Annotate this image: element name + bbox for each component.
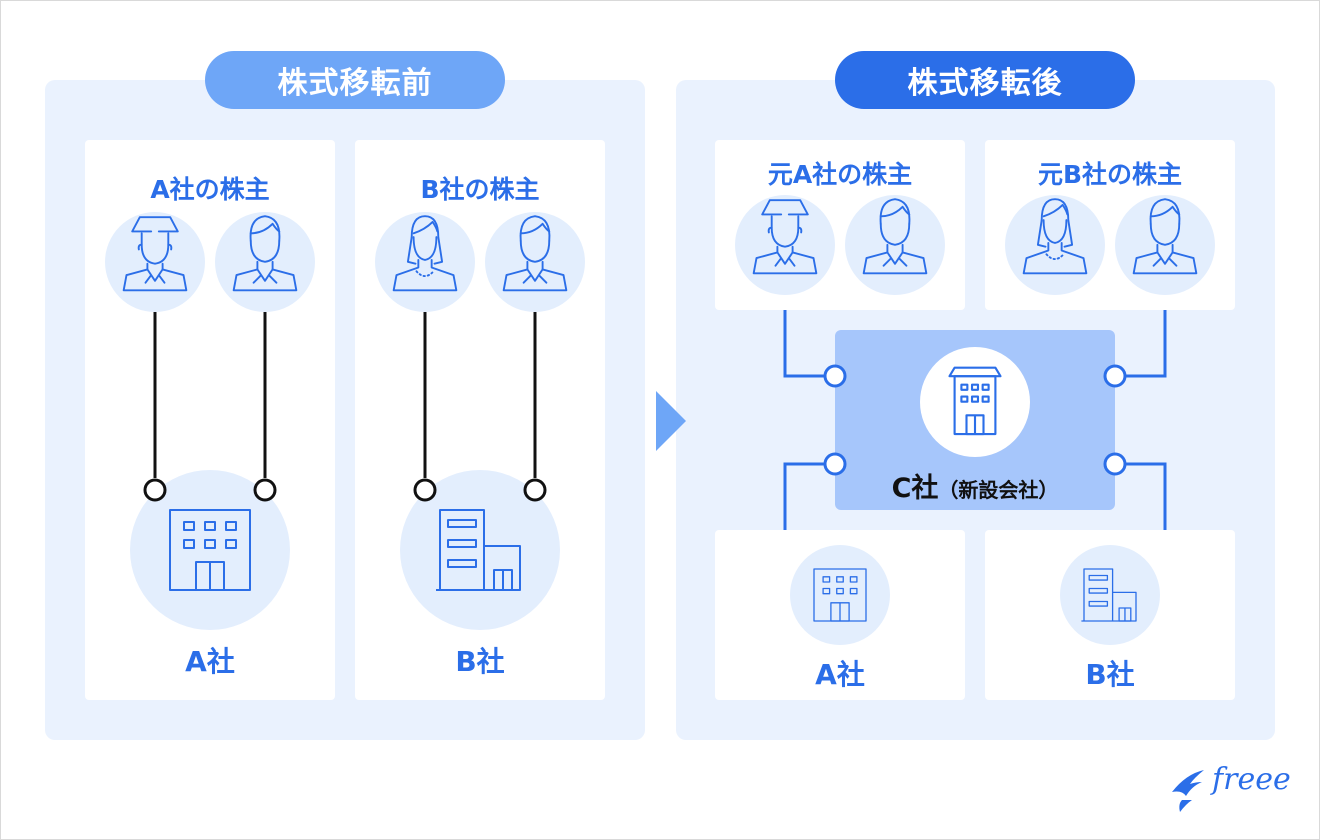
connector-line	[783, 310, 826, 378]
building-icon	[948, 366, 1002, 436]
office-building-icon	[169, 509, 251, 591]
new-company-label: C社（新設会社）	[835, 466, 1115, 505]
connector-dot	[143, 478, 167, 502]
connector-line	[1126, 310, 1167, 378]
man-with-hat-icon	[122, 216, 188, 292]
man-icon	[232, 215, 298, 292]
company-b-label: B社	[455, 645, 505, 678]
connector-dot	[823, 364, 847, 388]
connector-dot	[413, 478, 437, 502]
shareholder-avatar	[735, 195, 835, 295]
man-icon	[862, 198, 928, 275]
connector-dot	[253, 478, 277, 502]
connector-line	[783, 462, 826, 530]
new-company-name: C社	[891, 473, 939, 504]
man-icon	[1132, 198, 1198, 275]
connector-line	[1126, 462, 1167, 530]
woman-icon	[1022, 198, 1088, 275]
man-with-hat-icon	[752, 199, 818, 275]
shareholder-avatar	[105, 212, 205, 312]
connector-dot	[1103, 364, 1127, 388]
company-building-icon	[435, 509, 521, 591]
woman-icon	[392, 215, 458, 292]
office-building-icon	[813, 568, 867, 622]
former-b-label: 元B社の株主	[1037, 160, 1183, 189]
after-title: 株式移転後	[835, 51, 1135, 109]
arrow-right-icon	[656, 391, 686, 451]
company-a-label: A社	[185, 645, 235, 678]
company-b-small-circle	[1060, 545, 1160, 645]
group-a-label: A社の株主	[150, 175, 270, 204]
company-a-small-circle	[790, 545, 890, 645]
after-company-a-label: A社	[815, 658, 865, 691]
freee-bird-icon	[1172, 770, 1204, 812]
freee-logo: freee	[1212, 762, 1291, 797]
man-icon	[502, 215, 568, 292]
company-building-icon	[1080, 568, 1137, 622]
new-company-note: （新設会社）	[938, 478, 1059, 502]
connector-dot	[823, 452, 847, 476]
connector-dot	[1103, 452, 1127, 476]
connector-dot	[523, 478, 547, 502]
before-title: 株式移転前	[205, 51, 505, 109]
former-a-label: 元A社の株主	[767, 160, 913, 189]
group-b-label: B社の株主	[420, 175, 540, 204]
after-company-b-label: B社	[1085, 658, 1135, 691]
